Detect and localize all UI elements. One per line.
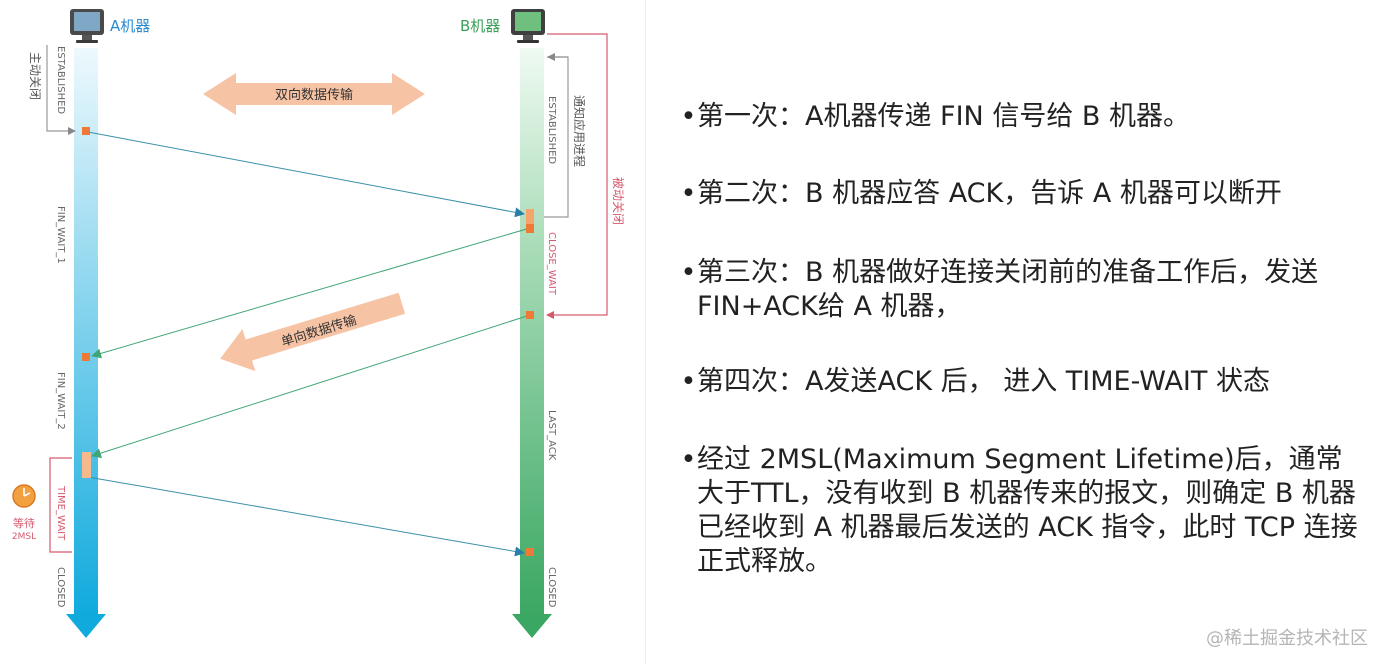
bidirectional-label: 双向数据传输 [275, 87, 353, 103]
passive-close-label: 被动关闭 [611, 177, 625, 225]
marker-b-processing [526, 209, 534, 233]
marker-a-time-wait [82, 452, 91, 478]
marker-b-ack-send [526, 224, 534, 233]
bullet-step-4: • 第四次：A发送ACK 后， 进入 TIME-WAIT 状态 [680, 365, 1360, 399]
machine-b-monitor-icon [511, 9, 545, 43]
message-ack-a-to-b [87, 476, 525, 557]
a-state-established: ESTABLISHED [55, 46, 66, 114]
bullet-step-1: • 第一次：A机器传递 FIN 信号给 B 机器。 [680, 100, 1360, 134]
explanation-bullets: • 第一次：A机器传递 FIN 信号给 B 机器。 • 第二次：B 机器应答 A… [680, 0, 1370, 664]
bullet-text: 第一次：A机器传递 FIN 信号给 B 机器。 [697, 101, 1191, 132]
a-state-fin-wait-2: FIN_WAIT_2 [55, 372, 66, 430]
b-state-closed: CLOSED [546, 567, 557, 608]
bullet-step-3: • 第三次：B 机器做好连接关闭前的准备工作后，发送 FIN+ACK给 A 机器… [680, 256, 1360, 324]
bullet-dot: • [680, 366, 697, 397]
marker-b-fin-send [526, 311, 534, 319]
machine-b-label: B机器 [460, 17, 500, 35]
a-state-closed: CLOSED [55, 567, 66, 608]
passive-close-bracket [546, 33, 608, 319]
tcp-four-way-handshake-diagram: A机器 B机器 ESTABLISHED FIN_WAIT_1 FIN_WAIT_… [0, 0, 645, 664]
bullet-step-2: • 第二次：B 机器应答 ACK，告诉 A 机器可以断开 [680, 177, 1360, 211]
wait-label: 等待 [13, 516, 35, 530]
bullet-text: 第四次：A发送ACK 后， 进入 TIME-WAIT 状态 [697, 366, 1270, 397]
bidirectional-data-arrow [203, 73, 425, 115]
panel-divider [645, 0, 646, 664]
bullet-text: 第二次：B 机器应答 ACK，告诉 A 机器可以断开 [697, 178, 1282, 209]
message-ack-b-to-a [91, 227, 531, 359]
bullet-dot: • [680, 178, 697, 209]
notify-app-bracket [544, 53, 569, 218]
bullet-dot: • [680, 257, 697, 288]
bullet-dot: • [680, 101, 697, 132]
message-fin-a-to-b [87, 131, 525, 218]
machine-a-monitor-icon [70, 9, 104, 43]
message-fin-ack-b-to-a [91, 314, 531, 459]
b-state-established: ESTABLISHED [546, 96, 557, 164]
bullet-text: 经过 2MSL(Maximum Segment Lifetime)后，通常大于T… [697, 444, 1358, 577]
timeline-b [512, 48, 552, 638]
marker-a-ack-recv [82, 353, 90, 361]
b-state-close-wait: CLOSE_WAIT [546, 232, 557, 296]
clock-icon [12, 484, 36, 508]
marker-b-ack-recv [526, 548, 534, 556]
wait-2msl-label: 2MSL [12, 532, 36, 542]
b-state-last-ack: LAST_ACK [546, 410, 557, 461]
timeline-a [66, 48, 106, 638]
unidirectional-data-arrow [220, 292, 406, 372]
a-state-fin-wait-1: FIN_WAIT_1 [55, 206, 66, 264]
active-close-bracket [46, 45, 76, 135]
bullet-dot: • [680, 444, 697, 475]
notify-app-label: 通知应用进程 [572, 95, 587, 167]
watermark: @稀土掘金技术社区 [1206, 628, 1368, 649]
time-wait-bracket [49, 457, 72, 553]
machine-a-label: A机器 [110, 17, 150, 35]
bullet-step-5: • 经过 2MSL(Maximum Segment Lifetime)后，通常大… [680, 443, 1360, 579]
bullet-text: 第三次：B 机器做好连接关闭前的准备工作后，发送 FIN+ACK给 A 机器， [697, 257, 1319, 322]
handshake-svg: A机器 B机器 ESTABLISHED FIN_WAIT_1 FIN_WAIT_… [12, 9, 625, 638]
marker-a-fin-send [82, 127, 90, 135]
active-close-label: 主动关闭 [28, 52, 42, 100]
a-state-time-wait: TIME_WAIT [55, 485, 66, 541]
